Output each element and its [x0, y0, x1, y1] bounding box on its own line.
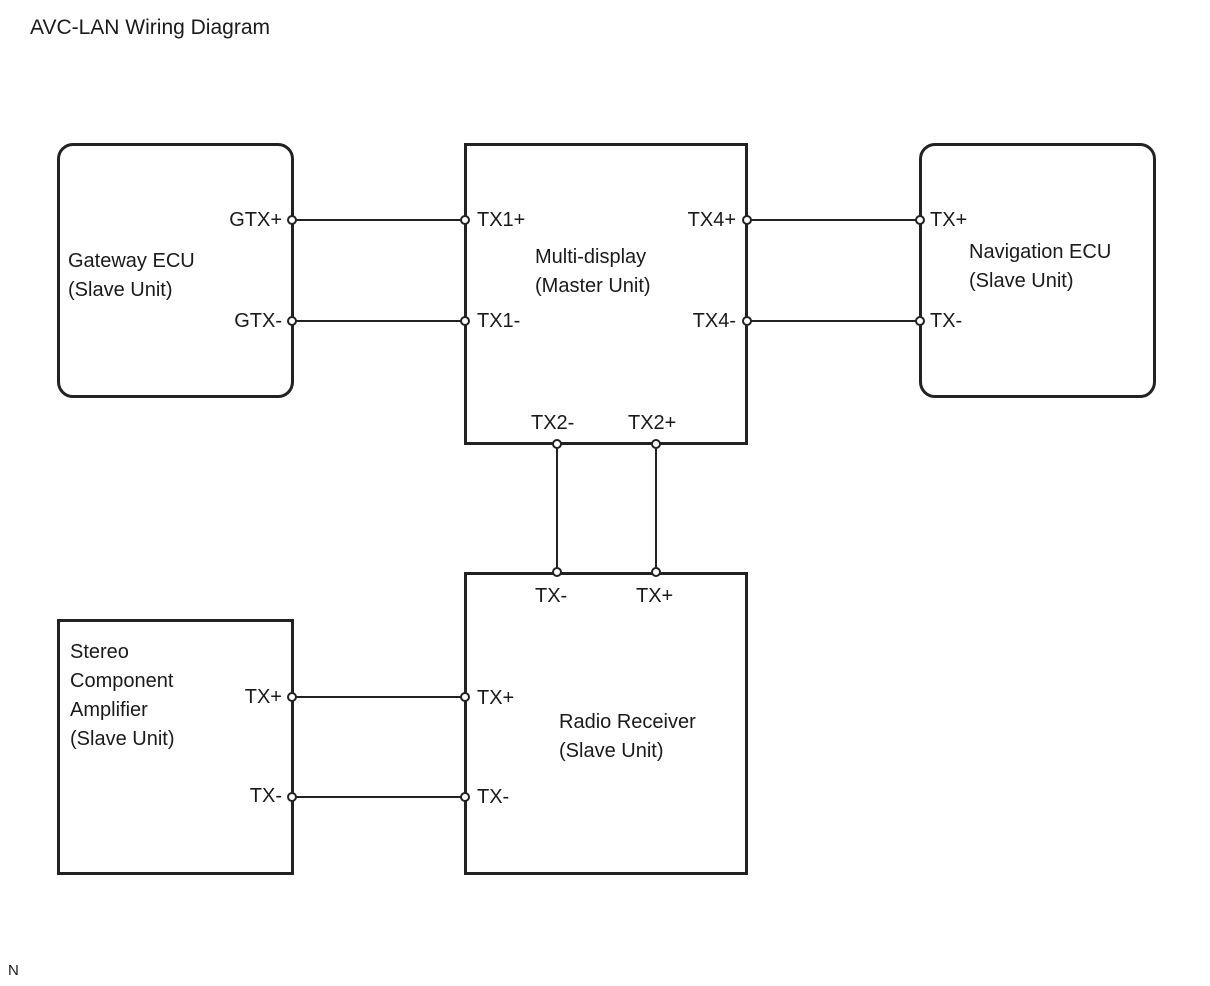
terminal-node [915, 316, 925, 326]
terminal-node [460, 692, 470, 702]
amplifier-line: Amplifier [70, 699, 148, 721]
amplifier-line: (Slave Unit) [70, 728, 175, 750]
terminal-node [651, 567, 661, 577]
terminal-node [742, 316, 752, 326]
wire-amp-minus [294, 796, 464, 798]
navigation-role: (Slave Unit) [969, 270, 1074, 292]
diagram-title: AVC-LAN Wiring Diagram [30, 16, 270, 39]
terminal-node [552, 567, 562, 577]
terminal-node [460, 316, 470, 326]
terminal-node [287, 316, 297, 326]
multi-display-label: Multi-display (Master Unit) [535, 243, 651, 301]
pin-label-gtx-minus: GTX- [234, 310, 282, 332]
gateway-name: Gateway ECU [68, 250, 195, 272]
terminal-node [915, 215, 925, 225]
amplifier-line: Component [70, 670, 174, 692]
amplifier-box [57, 619, 294, 875]
radio-receiver-box [464, 572, 748, 875]
amplifier-label: Stereo Component Amplifier (Slave Unit) [70, 638, 174, 754]
pin-label-amp-tx-minus: TX- [249, 785, 282, 807]
wire-gtx-plus [294, 219, 464, 221]
corner-mark: N [8, 962, 19, 979]
multi-display-name: Multi-display [535, 246, 647, 268]
wire-amp-plus [294, 696, 464, 698]
pin-label-tx1-plus: TX1+ [477, 209, 526, 231]
pin-label-gtx-plus: GTX+ [229, 209, 282, 231]
pin-label-tx4-minus: TX4- [692, 310, 736, 332]
pin-label-radio-top-plus: TX+ [636, 585, 674, 607]
radio-receiver-label: Radio Receiver (Slave Unit) [559, 708, 696, 766]
wire-gtx-minus [294, 320, 464, 322]
pin-label-amp-tx-plus: TX+ [244, 686, 282, 708]
wire-tx4-plus [748, 219, 919, 221]
terminal-node [460, 792, 470, 802]
wire-tx4-minus [748, 320, 919, 322]
pin-label-tx1-minus: TX1- [477, 310, 521, 332]
pin-label-radio-left-plus: TX+ [477, 687, 515, 709]
radio-role: (Slave Unit) [559, 740, 664, 762]
pin-label-nav-tx-minus: TX- [930, 310, 963, 332]
navigation-ecu-box [919, 143, 1156, 398]
multi-display-role: (Master Unit) [535, 275, 651, 297]
wire-tx2-minus [556, 445, 558, 573]
terminal-node [287, 215, 297, 225]
gateway-ecu-box [57, 143, 294, 398]
pin-label-tx4-plus: TX4+ [687, 209, 736, 231]
terminal-node [460, 215, 470, 225]
terminal-node [651, 439, 661, 449]
wire-tx2-plus [655, 445, 657, 573]
pin-label-nav-tx-plus: TX+ [930, 209, 968, 231]
pin-label-tx2-plus: TX2+ [628, 412, 677, 434]
pin-label-tx2-minus: TX2- [531, 412, 575, 434]
gateway-ecu-label: Gateway ECU (Slave Unit) [68, 247, 195, 305]
radio-name: Radio Receiver [559, 711, 696, 733]
terminal-node [287, 692, 297, 702]
terminal-node [287, 792, 297, 802]
multi-display-box [464, 143, 748, 445]
terminal-node [552, 439, 562, 449]
amplifier-line: Stereo [70, 641, 129, 663]
gateway-role: (Slave Unit) [68, 279, 173, 301]
pin-label-radio-left-minus: TX- [477, 786, 510, 808]
navigation-name: Navigation ECU [969, 241, 1112, 263]
pin-label-radio-top-minus: TX- [535, 585, 568, 607]
terminal-node [742, 215, 752, 225]
navigation-ecu-label: Navigation ECU (Slave Unit) [969, 238, 1111, 296]
